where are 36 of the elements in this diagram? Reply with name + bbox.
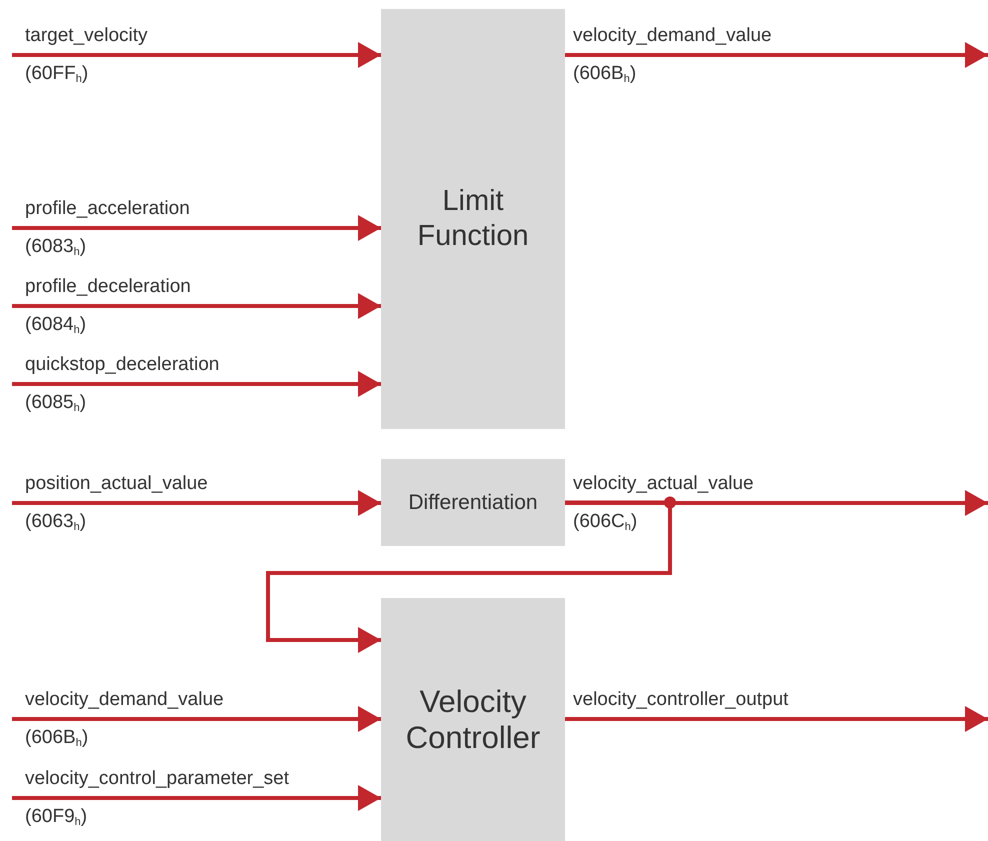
edge-label: velocity_control_parameter_set <box>25 768 290 790</box>
box-title: Differentiation <box>407 490 539 516</box>
feedback-arrow <box>266 496 676 653</box>
edge-label: profile_deceleration <box>25 276 191 298</box>
object-index: (60FF$_{h}$) <box>25 63 88 85</box>
signal-arrow <box>12 785 381 811</box>
object-index: (6085$_{h}$) <box>25 392 86 414</box>
signal-arrow <box>12 371 381 397</box>
edge-label: target_velocity <box>25 25 148 47</box>
edge-label: quickstop_deceleration <box>25 354 220 376</box>
signal-arrow <box>12 215 381 241</box>
signal-arrow <box>12 293 381 319</box>
object-index: (6083$_{h}$) <box>25 236 86 258</box>
edge-label: velocity_actual_value <box>573 473 754 495</box>
signal-arrow <box>565 706 988 732</box>
process-box <box>381 9 565 429</box>
object-index: (606B$_{h}$) <box>573 63 636 85</box>
edge-label: profile_acceleration <box>25 198 190 220</box>
box-title: Velocity Controller <box>404 684 542 756</box>
signal-arrow <box>12 42 381 68</box>
process-box <box>381 459 565 546</box>
object-index: (6063$_{h}$) <box>25 511 86 533</box>
edge-label: position_actual_value <box>25 473 208 495</box>
edge-label: velocity_demand_value <box>25 689 224 711</box>
process-box <box>381 598 565 841</box>
object-index: (606C$_{h}$) <box>573 511 638 533</box>
edge-label: velocity_demand_value <box>573 25 772 47</box>
object-index: (606B$_{h}$) <box>25 727 88 749</box>
signal-arrow <box>12 490 381 516</box>
signal-arrow <box>565 490 988 516</box>
box-title: Limit Function <box>416 184 530 254</box>
signal-arrow <box>12 706 381 732</box>
edge-label: velocity_controller_output <box>573 689 788 711</box>
object-index: (6084$_{h}$) <box>25 314 86 336</box>
signal-arrow <box>565 42 988 68</box>
object-index: (60F9$_{h}$) <box>25 806 88 828</box>
